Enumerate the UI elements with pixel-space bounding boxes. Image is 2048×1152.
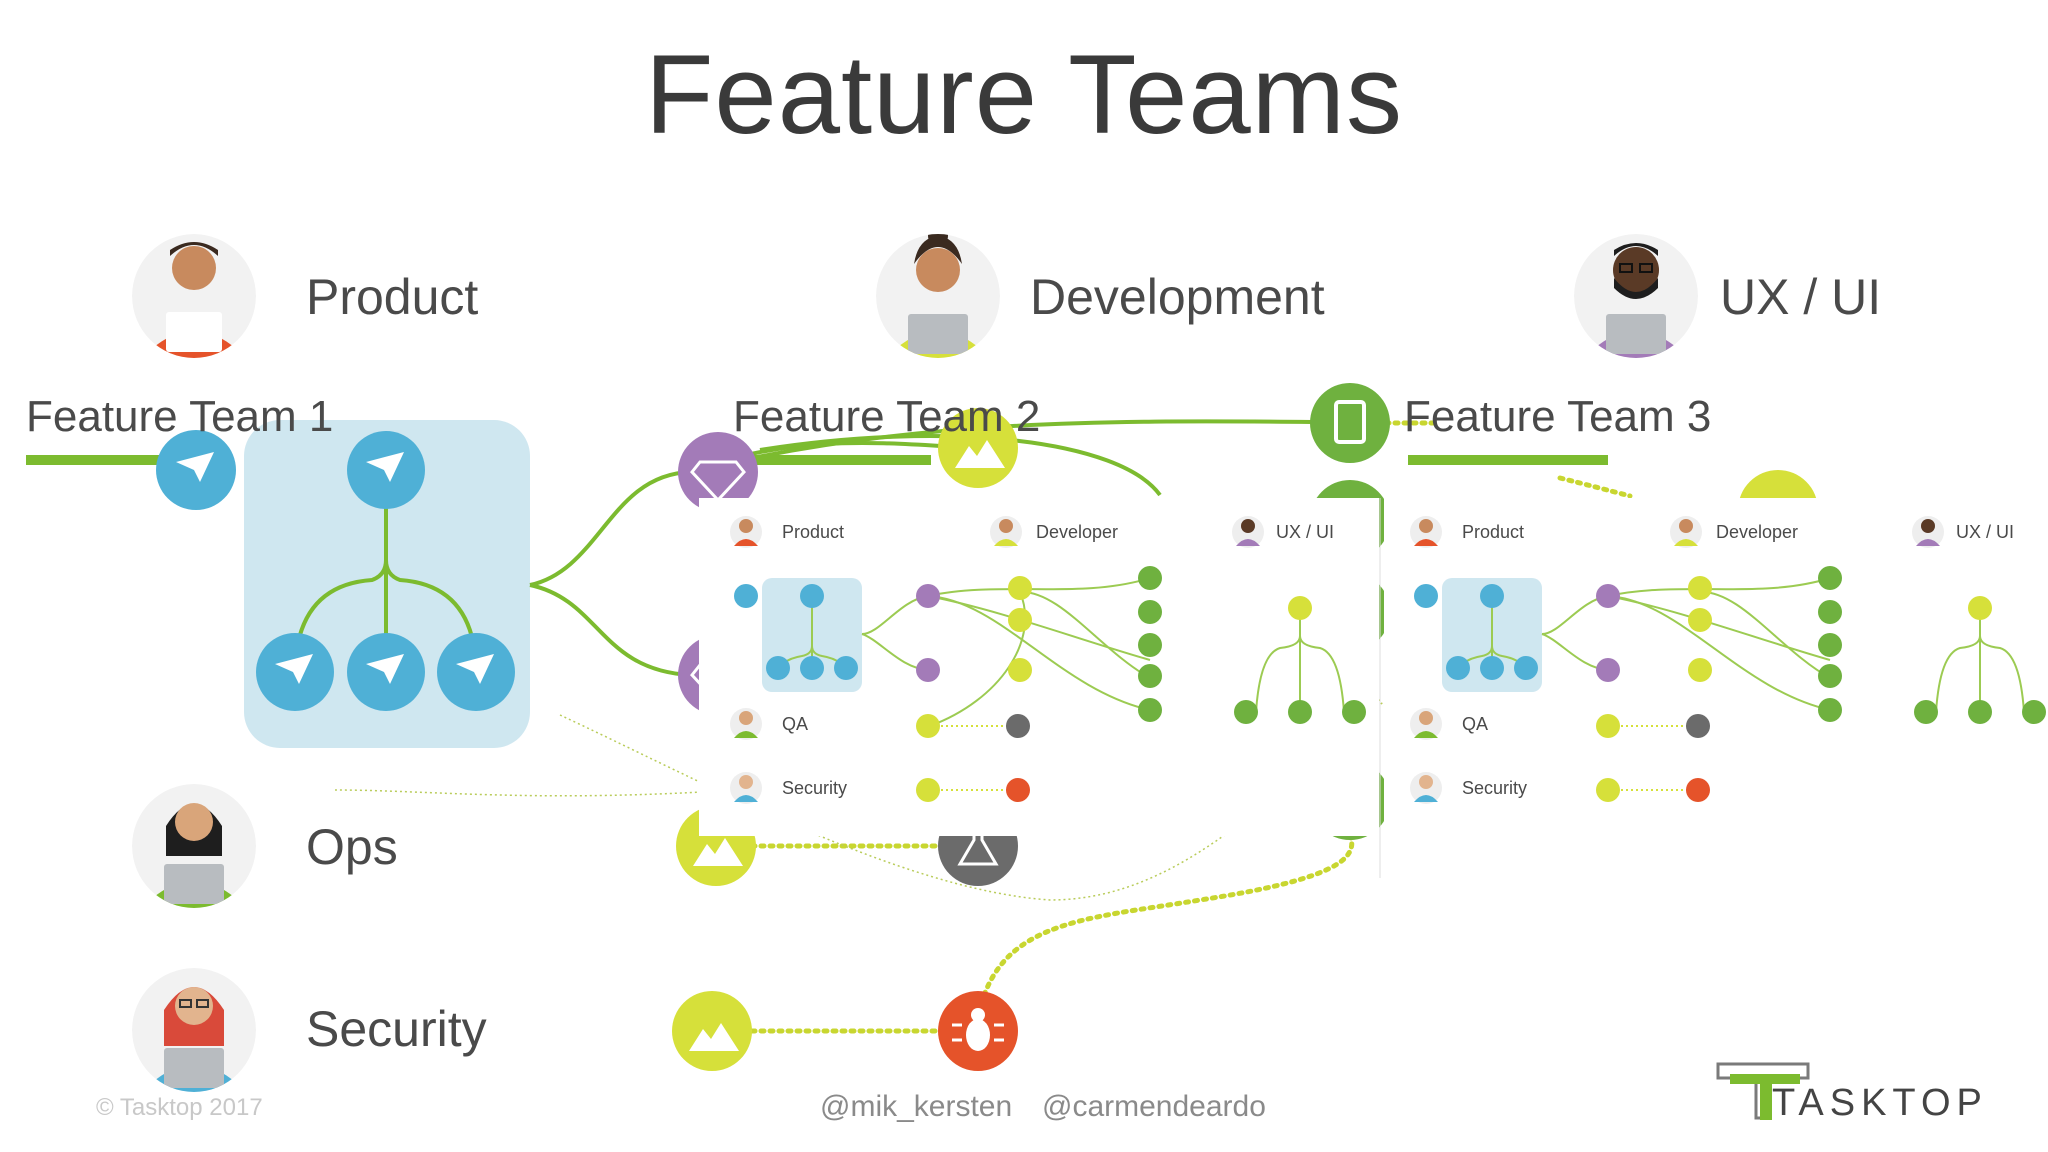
mini-panel-team-2 bbox=[699, 498, 1381, 878]
diamond-icon bbox=[678, 432, 758, 512]
avatar-security bbox=[132, 968, 256, 1092]
role-label-security: Security bbox=[306, 1001, 487, 1057]
bug-icon bbox=[938, 991, 1018, 1071]
team-title-2: Feature Team 2 bbox=[733, 392, 1041, 441]
mini-label-qa: QA bbox=[782, 714, 809, 734]
mini-label-product: Product bbox=[782, 522, 845, 542]
tasktop-logo-text: TASKTOP bbox=[1772, 1082, 1988, 1124]
mini-label-qa: QA bbox=[1462, 714, 1489, 734]
avatar-product bbox=[132, 234, 256, 358]
team-title-1: Feature Team 1 bbox=[26, 392, 334, 441]
avatar-development bbox=[876, 234, 1000, 358]
twitter-handle-2: @carmendeardo bbox=[1042, 1090, 1266, 1123]
mini-label-developer: Developer bbox=[1716, 522, 1799, 542]
paper-plane-icon bbox=[347, 431, 425, 509]
tablet-icon bbox=[1310, 383, 1390, 463]
mini-label-ux: UX / UI bbox=[1276, 522, 1335, 542]
team-3-bar bbox=[1408, 455, 1608, 465]
role-label-ops: Ops bbox=[306, 819, 398, 875]
twitter-handle-1: @mik_kersten bbox=[820, 1090, 1013, 1123]
role-label-ux: UX / UI bbox=[1720, 269, 1882, 325]
role-label-development: Development bbox=[1030, 269, 1325, 325]
role-label-product: Product bbox=[306, 269, 479, 325]
paper-plane-icon bbox=[437, 633, 515, 711]
mini-label-ux: UX / UI bbox=[1956, 522, 2015, 542]
mini-label-security: Security bbox=[782, 778, 848, 798]
mini-panel-team-3 bbox=[1384, 498, 2048, 836]
mini-label-product: Product bbox=[1462, 522, 1525, 542]
team-title-3: Feature Team 3 bbox=[1404, 392, 1712, 441]
slide-title: Feature Teams bbox=[645, 32, 1403, 157]
team-2-bar bbox=[731, 455, 931, 465]
paper-plane-icon bbox=[347, 633, 425, 711]
mini-label-developer: Developer bbox=[1036, 522, 1119, 542]
mountain-icon bbox=[672, 991, 752, 1071]
dotted-links bbox=[713, 420, 1633, 1034]
paper-plane-icon bbox=[256, 633, 334, 711]
paper-plane-icon bbox=[156, 430, 236, 510]
tasktop-logo-mark bbox=[1716, 1062, 1810, 1120]
team-1-bar bbox=[26, 455, 226, 465]
avatar-ux bbox=[1574, 234, 1698, 358]
copyright-text: © Tasktop 2017 bbox=[96, 1094, 263, 1121]
avatar-ops bbox=[132, 784, 256, 908]
mini-label-security: Security bbox=[1462, 778, 1528, 798]
mountain-icon bbox=[938, 408, 1018, 488]
